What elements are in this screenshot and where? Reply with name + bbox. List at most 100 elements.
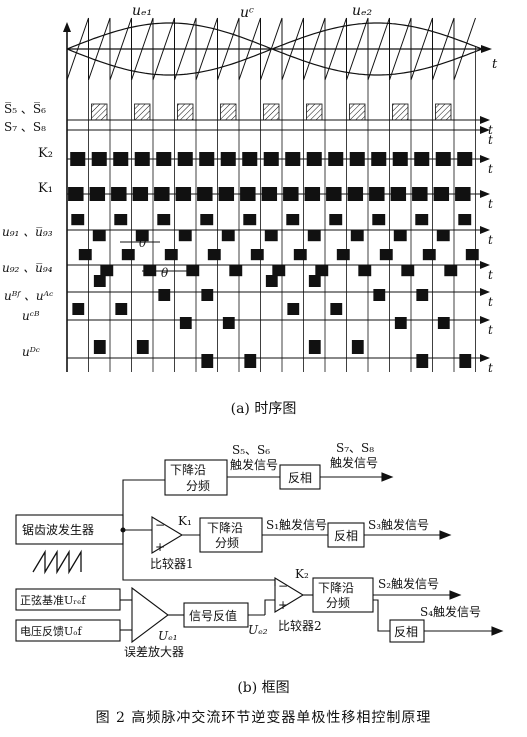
wire-comp2-in [264, 599, 275, 615]
row-axis-t: t [488, 233, 493, 247]
wire-divlow-invert [373, 599, 390, 632]
s4-trigger: S₄触发信号 [420, 604, 481, 619]
output-pulse [351, 340, 364, 354]
pulse-block [328, 152, 344, 166]
row-label-ucb: uᶜᴮ [22, 309, 40, 323]
comparator1-symbol [151, 516, 184, 554]
pulse-block [197, 187, 213, 201]
output-pulse [416, 289, 429, 301]
gate-pulse [71, 214, 85, 226]
pulse-block [349, 152, 365, 166]
comparator2-symbol [274, 577, 305, 613]
pulse-block [89, 187, 106, 201]
pulse-block [132, 187, 149, 201]
hatched-pulse [392, 103, 409, 121]
row-axis-arrow [480, 126, 490, 134]
pulse-block [263, 152, 279, 166]
pulse-block [414, 152, 430, 166]
gate-pulse [336, 249, 350, 261]
label-ue1: uₑ₁ [132, 3, 152, 19]
arrow-s78 [381, 472, 394, 482]
pulse-block [455, 187, 471, 201]
sawtooth-generator-label: 锯齿波发生器 [22, 522, 94, 537]
s78-trigger-line2: 触发信号 [330, 455, 378, 470]
gate-pulse [329, 214, 343, 226]
pulse-block [218, 187, 235, 201]
envelope-upper [66, 22, 272, 50]
k2-label: K₂ [295, 567, 309, 581]
pulse-block [392, 152, 408, 166]
pulse-block [326, 187, 342, 201]
row-label-ug13: u₉₁ 、u̅₉₃ [2, 225, 53, 239]
s78-trigger-line1: S₇、S₈ [336, 441, 374, 455]
row-axis-arrow [480, 261, 490, 269]
row-axis-arrow [480, 354, 490, 362]
wave-axis-t: t [492, 57, 498, 72]
output-pulse [308, 340, 321, 354]
caption-a: (a) 时序图 [230, 401, 297, 417]
hatched-pulse [177, 103, 194, 121]
row-axis-arrow [480, 288, 490, 296]
gate-pulse [393, 230, 407, 242]
wave-axis-arrow [481, 45, 492, 53]
pulse-block [70, 152, 86, 166]
row-label-udc: uᴰᶜ [22, 345, 40, 359]
pulse-block [347, 187, 364, 201]
gate-pulse [379, 249, 393, 261]
output-pulse [93, 340, 106, 354]
gate-pulse [243, 214, 257, 226]
output-pulse [244, 354, 257, 368]
output-pulse [437, 317, 450, 329]
output-pulse [115, 303, 128, 315]
gate-pulse [114, 214, 128, 226]
hatched-pulse [263, 103, 280, 121]
comp2-minus: − [278, 579, 288, 593]
row-axis-t: t [488, 268, 493, 282]
comp1-plus: + [155, 540, 165, 554]
divider-low-line1: 下降沿 [318, 581, 354, 595]
row-axis-t: t [488, 295, 493, 309]
output-pulse [287, 303, 300, 315]
output-pulse [72, 303, 85, 315]
error-amp-symbol [131, 586, 169, 644]
row-axis-arrow [480, 190, 490, 198]
gate-pulse [307, 230, 321, 242]
comparator1-label: 比较器1 [150, 556, 194, 571]
block-diagram: 锯齿波发生器 下降沿 分频 S₅、S₆ 触发信号 反相 S₇、S₈ 触发信号 −… [15, 441, 504, 659]
output-pulse [416, 354, 429, 368]
pulse-block [242, 152, 258, 166]
volt-fb-label: 电压反馈Uₒf [20, 625, 83, 638]
gate-pulse [422, 249, 436, 261]
comp2-plus: + [278, 598, 288, 612]
pulse-block [435, 152, 451, 166]
pulse-block [156, 152, 172, 166]
gate-pulse [135, 230, 149, 242]
pulse-block [369, 187, 385, 201]
divider-mid-line2: 分频 [215, 536, 239, 550]
figure-caption: 图 2 高频脉冲交流环节逆变器单极性移相控制原理 [95, 710, 432, 726]
gate-pulse [436, 230, 450, 242]
pulse-block [134, 152, 150, 166]
pulse-block [154, 187, 170, 201]
ue2-label: Uₑ₂ [248, 623, 268, 637]
sig-inv-label: 信号反值 [189, 608, 237, 623]
theta-label-2: θ [161, 266, 169, 280]
caption-b: (b) 框图 [237, 680, 290, 696]
row-label-k1: K₁ [38, 181, 53, 196]
gate-pulse [121, 249, 135, 261]
pulse-block [68, 187, 84, 201]
gate-pulse [157, 214, 171, 226]
pulse-block [113, 152, 129, 166]
bus-wire [122, 479, 165, 530]
s2-trigger: S₂触发信号 [378, 576, 439, 591]
gate-pulse [264, 230, 278, 242]
sawtooth-carrier [66, 17, 476, 81]
row-axis-arrow [480, 116, 490, 124]
output-pulse [136, 340, 149, 354]
pulse-block [306, 152, 322, 166]
row-axis-t: t [488, 197, 493, 211]
hatched-pulse [134, 103, 151, 121]
pulse-block [261, 187, 278, 201]
